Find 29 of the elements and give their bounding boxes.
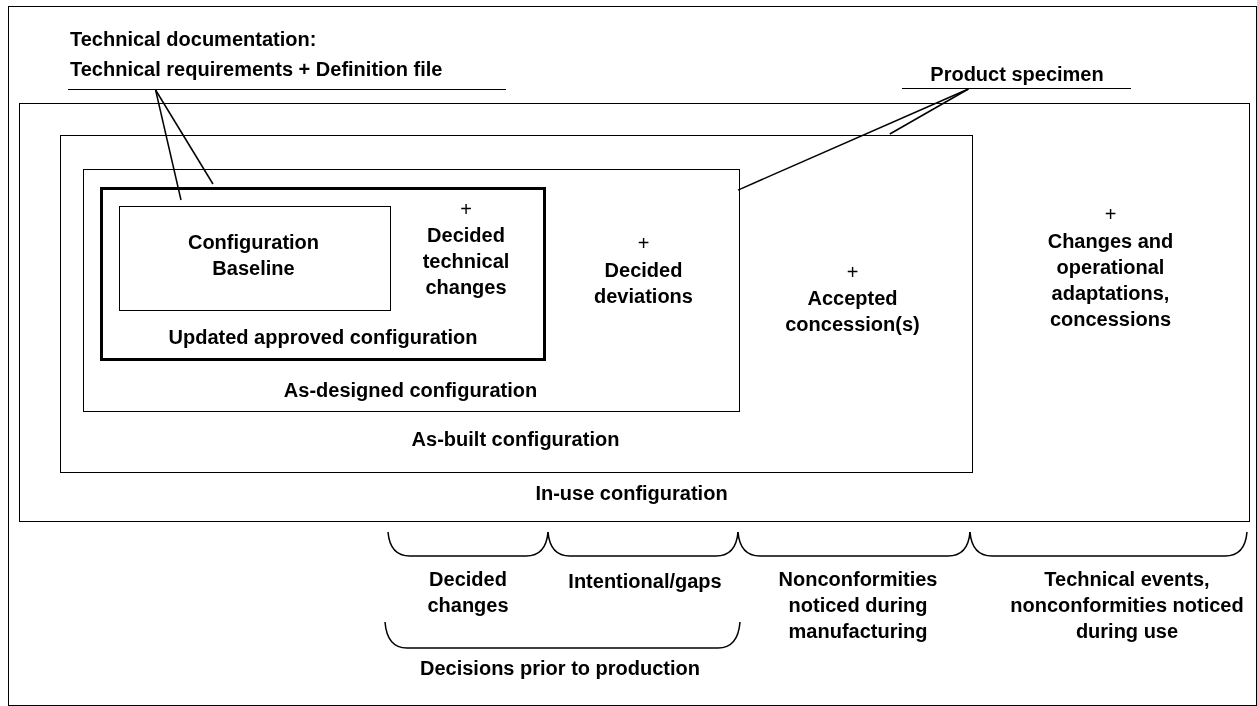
configuration-box bbox=[100, 187, 546, 361]
leader-line bbox=[889, 88, 970, 135]
box-title: In-use configuration bbox=[535, 480, 728, 506]
callout-text: Technical requirements + Definition file bbox=[70, 57, 443, 82]
brace-label: Technical events, nonconformities noticed during use bbox=[1009, 567, 1245, 644]
plus-sign: + bbox=[637, 232, 650, 253]
box-text: Decided deviations bbox=[593, 257, 694, 309]
configuration-box bbox=[60, 135, 973, 473]
brace-label: Intentional/gaps bbox=[568, 569, 722, 594]
box-title: As-designed configuration bbox=[283, 377, 538, 403]
box-text: Accepted concession(s) bbox=[784, 285, 921, 337]
box-text: Decided technical changes bbox=[421, 223, 511, 300]
plus-sign: + bbox=[1104, 203, 1117, 224]
box-text: Changes and operational adaptations, concessions bbox=[1046, 228, 1175, 332]
plus-sign: + bbox=[846, 261, 859, 282]
callout-text: Technical documentation: bbox=[70, 27, 317, 52]
leader-line bbox=[154, 89, 214, 185]
configuration-box bbox=[19, 103, 1250, 522]
box-title: Updated approved configuration bbox=[168, 325, 478, 350]
callout-text: Product specimen bbox=[930, 62, 1104, 87]
baseline-box bbox=[119, 206, 391, 311]
leader-line bbox=[154, 89, 182, 201]
brace-label: Decisions prior to production bbox=[420, 656, 700, 681]
brace-label: Nonconformities noticed during manufacturing bbox=[777, 567, 939, 644]
plus-sign: + bbox=[460, 199, 472, 219]
brace-label: Decided changes bbox=[426, 567, 510, 618]
configuration-box bbox=[83, 169, 740, 412]
box-text: Configuration Baseline bbox=[186, 229, 321, 281]
box-title: As-built configuration bbox=[411, 426, 620, 452]
